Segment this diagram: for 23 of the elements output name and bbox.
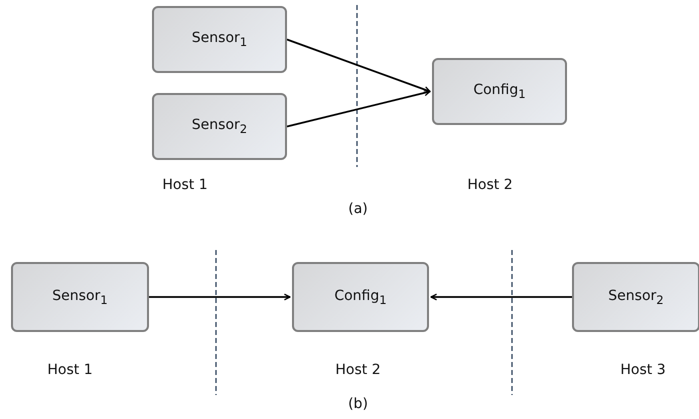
box-label: Sensor$_{2}$ <box>608 288 664 306</box>
arrow <box>430 294 572 300</box>
box-label: Sensor$_{1}$ <box>192 30 248 49</box>
process-box <box>432 58 567 125</box>
arrow <box>286 89 431 128</box>
host-label: Host 1 <box>162 177 208 193</box>
host-label: Host 3 <box>620 362 666 378</box>
arrow <box>149 294 291 300</box>
panel-label: (a) <box>348 201 368 217</box>
process-box <box>152 93 287 160</box>
box-label: Config$_{1}$ <box>473 82 526 101</box>
process-box <box>11 262 149 332</box>
host-label: Host 1 <box>47 362 93 378</box>
host-label: Host 2 <box>335 362 381 378</box>
process-box <box>152 6 287 73</box>
box-label: Sensor$_{1}$ <box>52 288 108 306</box>
process-box <box>292 262 429 332</box>
box-label: Sensor$_{2}$ <box>192 117 248 136</box>
process-box <box>572 262 699 332</box>
host-label: Host 2 <box>467 177 513 193</box>
arrow <box>286 38 431 93</box>
panel-label: (b) <box>348 396 368 412</box>
box-label: Config$_{1}$ <box>334 288 387 306</box>
